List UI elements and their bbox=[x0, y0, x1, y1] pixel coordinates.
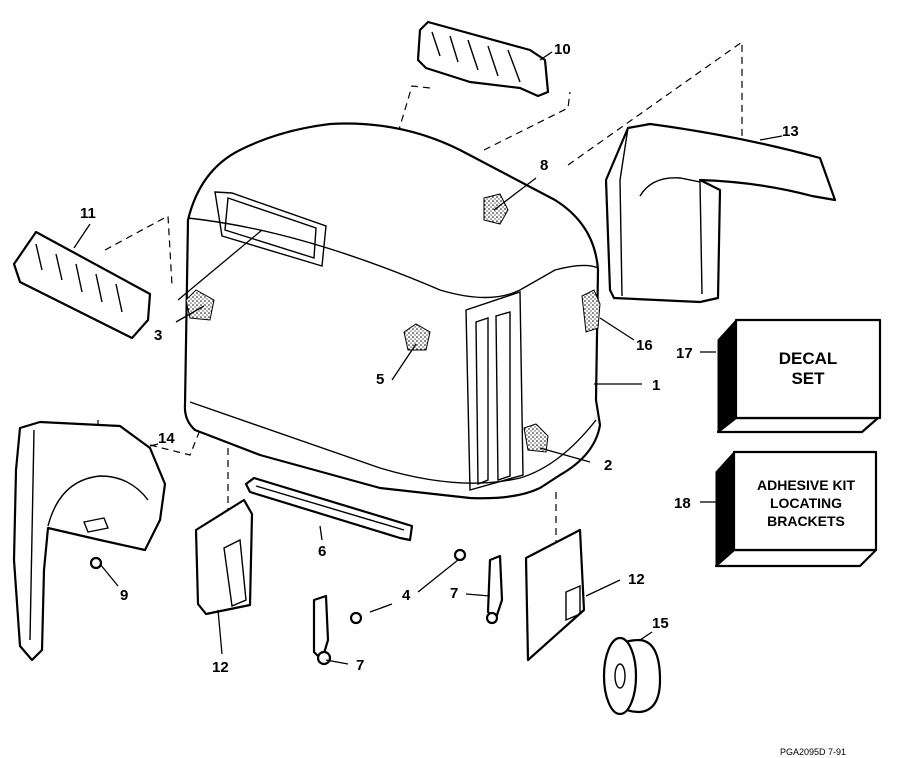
decal-set-label-line1: DECAL bbox=[779, 349, 838, 368]
screws bbox=[89, 548, 467, 625]
callout-15: 15 bbox=[652, 615, 669, 632]
callout-17: 17 bbox=[676, 345, 693, 362]
callout-12-left: 12 bbox=[212, 659, 229, 676]
callout-7-bottom: 7 bbox=[356, 657, 364, 674]
callout-8: 8 bbox=[540, 157, 548, 174]
callout-9: 9 bbox=[120, 587, 128, 604]
callout-13: 13 bbox=[782, 123, 799, 140]
decal-set-box: DECAL SET bbox=[716, 318, 882, 434]
side-vent bbox=[12, 230, 152, 340]
callout-10: 10 bbox=[554, 41, 571, 58]
callout-7-right: 7 bbox=[450, 585, 458, 602]
callout-4: 4 bbox=[402, 587, 411, 604]
tape-roll bbox=[602, 636, 662, 716]
rubber-strip bbox=[244, 476, 414, 542]
adhesive-kit-label-line3: BRACKETS bbox=[767, 513, 845, 529]
adhesive-kit-label-line1: ADHESIVE KIT bbox=[757, 477, 855, 493]
callout-2: 2 bbox=[604, 457, 612, 474]
rear-cover bbox=[604, 122, 837, 304]
callout-6: 6 bbox=[318, 543, 326, 560]
callout-5: 5 bbox=[376, 371, 384, 388]
callouts: 1 2 3 4 5 6 7 7 8 9 10 11 12 12 13 14 15… bbox=[80, 41, 799, 676]
leader-lines bbox=[73, 51, 783, 665]
figure-code: PGA2095D 7-91 bbox=[780, 747, 846, 757]
callout-14: 14 bbox=[158, 430, 175, 447]
decal-set-label-line2: SET bbox=[791, 369, 825, 388]
mounting-plate-right bbox=[524, 528, 586, 662]
adhesive-kit-label-line2: LOCATING bbox=[770, 495, 842, 511]
callout-16: 16 bbox=[636, 337, 653, 354]
callout-12-right: 12 bbox=[628, 571, 645, 588]
callout-1: 1 bbox=[652, 377, 660, 394]
callout-3: 3 bbox=[154, 327, 162, 344]
top-vent bbox=[416, 20, 550, 98]
latch-brackets bbox=[312, 554, 504, 666]
mounting-plate-left bbox=[194, 498, 254, 616]
callout-11: 11 bbox=[80, 205, 96, 222]
adhesive-kit-box: ADHESIVE KIT LOCATING BRACKETS bbox=[714, 450, 878, 568]
callout-18: 18 bbox=[674, 495, 691, 512]
left-side-panel bbox=[12, 420, 167, 662]
